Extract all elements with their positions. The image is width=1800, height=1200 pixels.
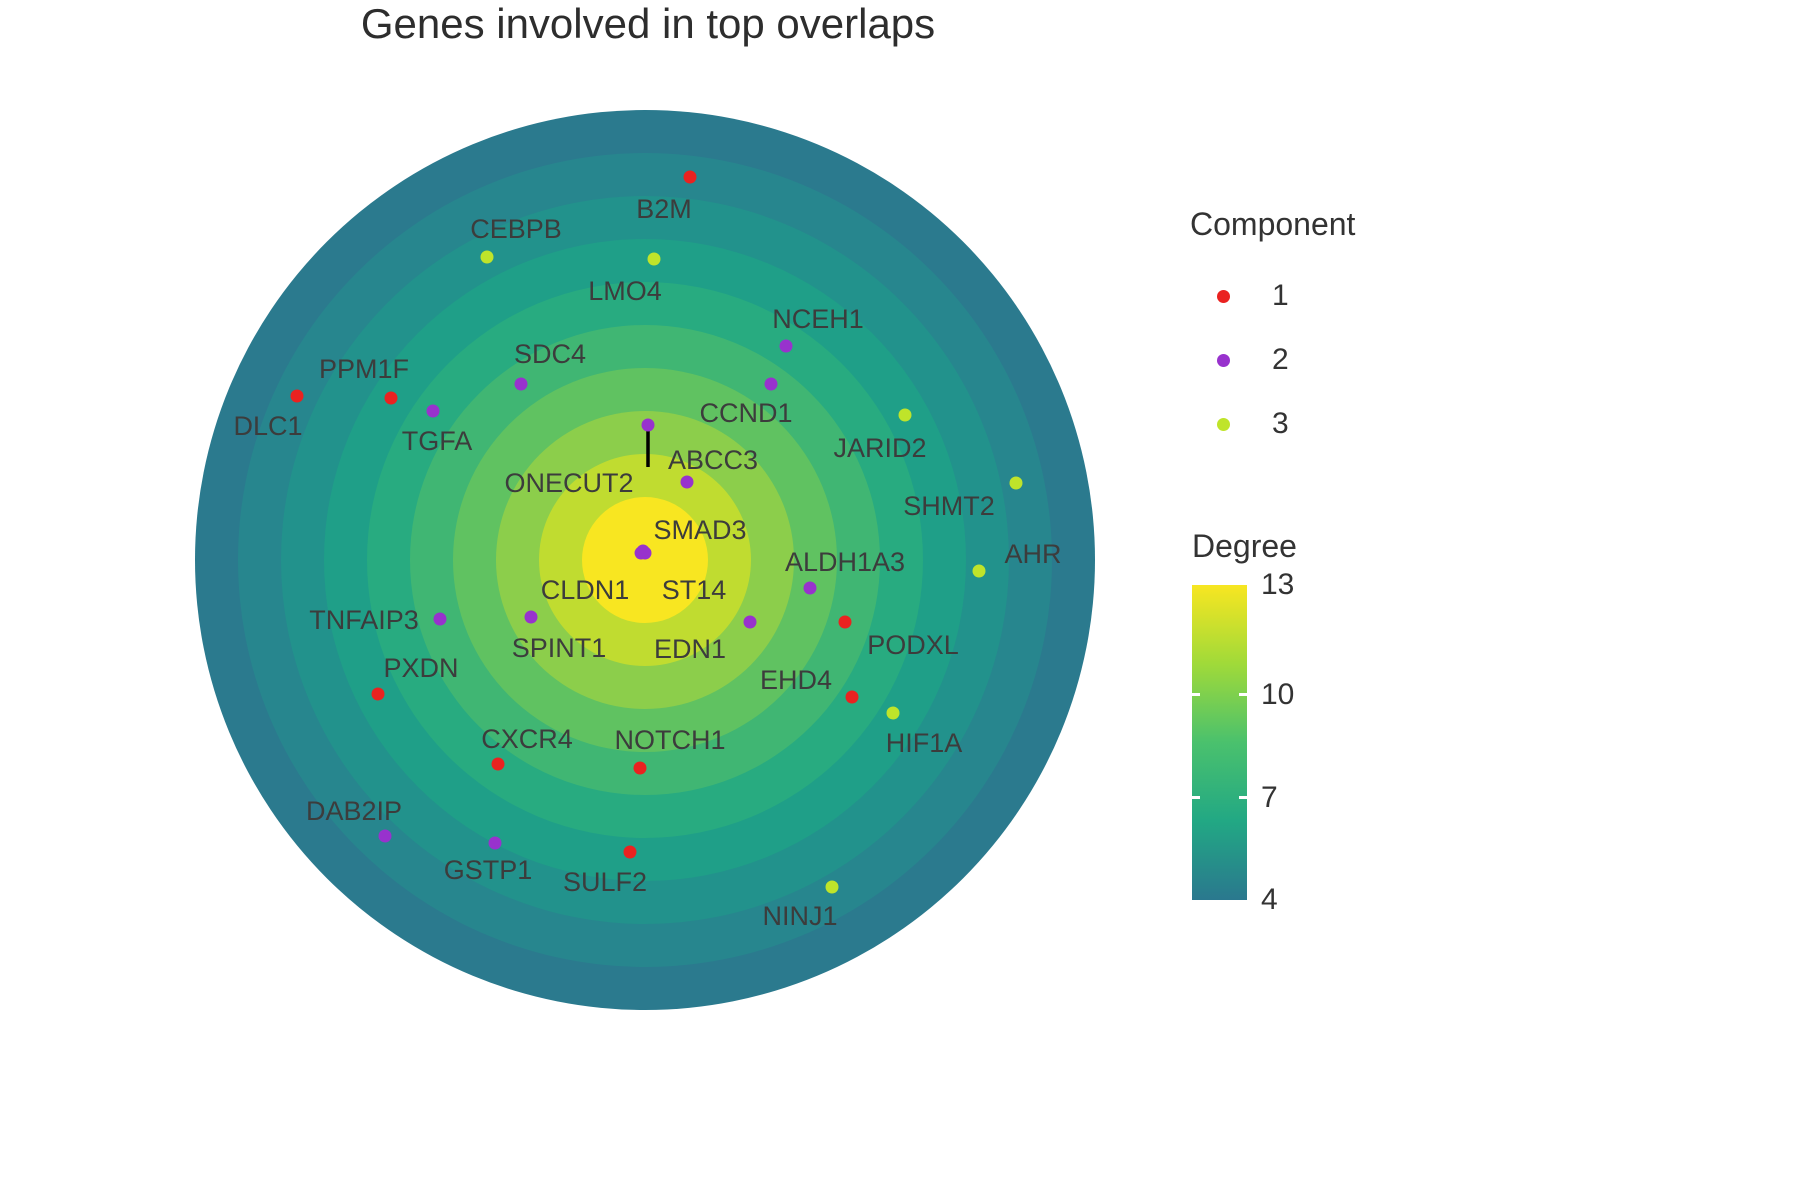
degree-colorbar: Degree 13 10 7 4 bbox=[1192, 528, 1297, 916]
gene-dot-jarid2 bbox=[898, 408, 912, 422]
gene-label-tgfa: TGFA bbox=[402, 426, 473, 456]
colorbar-ticks: 13 10 7 4 bbox=[1192, 568, 1297, 916]
gene-dot-aldh1a3 bbox=[803, 581, 817, 595]
legend-item-component-2: 2 bbox=[1190, 328, 1430, 392]
gene-dot-cebpb bbox=[480, 250, 494, 264]
gene-label-sulf2: SULF2 bbox=[563, 867, 647, 897]
gene-dot-st14 bbox=[638, 546, 652, 560]
gene-label-ccnd1: CCND1 bbox=[699, 398, 792, 428]
gene-dot-b2m bbox=[683, 170, 697, 184]
colorbar-tick-mark bbox=[1192, 796, 1200, 800]
gene-dot-sulf2 bbox=[623, 845, 637, 859]
gene-dot-sdc4 bbox=[514, 377, 528, 391]
gene-label-smad3: SMAD3 bbox=[653, 515, 746, 545]
gene-dot-lmo4 bbox=[647, 252, 661, 266]
colorbar-tick-mark bbox=[1239, 693, 1247, 697]
gene-dot-hif1a bbox=[886, 706, 900, 720]
legend-title: Component bbox=[1190, 206, 1356, 242]
gene-dot-onecut2 bbox=[641, 418, 655, 432]
gene-dot-shmt2 bbox=[1009, 476, 1023, 490]
gene-dot-ppm1f bbox=[384, 391, 398, 405]
colorbar-wrap: 13 10 7 4 bbox=[1192, 568, 1297, 916]
gene-dot-dlc1 bbox=[290, 389, 304, 403]
gene-label-cxcr4: CXCR4 bbox=[481, 724, 573, 754]
gene-label-onecut2: ONECUT2 bbox=[504, 468, 633, 498]
colorbar-tick-7: 7 bbox=[1261, 780, 1278, 814]
gene-label-dab2ip: DAB2IP bbox=[306, 796, 402, 826]
gene-label-ahr: AHR bbox=[1004, 539, 1061, 569]
legend-item-label: 2 bbox=[1272, 343, 1289, 376]
gene-dot-gstp1 bbox=[488, 836, 502, 850]
component-1-dot-icon bbox=[1217, 289, 1230, 303]
chart-title: Genes involved in top overlaps bbox=[360, 0, 936, 47]
component-2-dot-icon bbox=[1217, 353, 1230, 367]
gene-label-ninj1: NINJ1 bbox=[762, 901, 837, 931]
gene-label-nceh1: NCEH1 bbox=[772, 304, 864, 334]
gene-label-cebpb: CEBPB bbox=[470, 214, 562, 244]
gene-label-notch1: NOTCH1 bbox=[614, 725, 725, 755]
gene-dot-ehd4 bbox=[845, 690, 859, 704]
component-legend: Component 1 2 3 bbox=[1190, 206, 1430, 456]
gene-dot-ccnd1 bbox=[764, 377, 778, 391]
legend-item-label: 1 bbox=[1272, 279, 1289, 312]
gene-label-podxl: PODXL bbox=[867, 630, 959, 660]
gene-label-spint1: SPINT1 bbox=[512, 633, 607, 663]
gene-label-jarid2: JARID2 bbox=[833, 433, 926, 463]
legend-item-component-3: 3 bbox=[1190, 392, 1430, 456]
gene-label-abcc3: ABCC3 bbox=[668, 445, 758, 475]
gene-label-gstp1: GSTP1 bbox=[444, 855, 533, 885]
gene-dot-nceh1 bbox=[779, 339, 793, 353]
colorbar-tick-4: 4 bbox=[1261, 883, 1278, 916]
gene-dot-edn1 bbox=[743, 615, 757, 629]
gene-dot-spint1 bbox=[524, 610, 538, 624]
gene-label-aldh1a3: ALDH1A3 bbox=[785, 547, 905, 577]
gene-dot-notch1 bbox=[633, 761, 647, 775]
gene-dot-ninj1 bbox=[825, 880, 839, 894]
gene-label-dlc1: DLC1 bbox=[233, 411, 302, 441]
gene-dot-abcc3 bbox=[680, 475, 694, 489]
gene-label-b2m: B2M bbox=[636, 194, 692, 224]
colorbar-gradient bbox=[1192, 585, 1247, 900]
gene-label-hif1a: HIF1A bbox=[886, 728, 963, 758]
gene-label-lmo4: LMO4 bbox=[588, 276, 662, 306]
gene-label-sdc4: SDC4 bbox=[514, 339, 586, 369]
gene-label-cldn1: CLDN1 bbox=[541, 575, 630, 605]
gene-dot-tnfaip3 bbox=[433, 612, 447, 626]
gene-label-st14: ST14 bbox=[662, 575, 727, 605]
gene-label-ppm1f: PPM1F bbox=[319, 354, 409, 384]
component-3-dot-icon bbox=[1217, 417, 1230, 431]
gene-label-pxdn: PXDN bbox=[383, 653, 458, 683]
gene-dot-podxl bbox=[838, 615, 852, 629]
legend-item-label: 3 bbox=[1272, 407, 1289, 440]
gene-dot-dab2ip bbox=[378, 829, 392, 843]
colorbar-tick-mark bbox=[1239, 796, 1247, 800]
gene-dot-ahr bbox=[972, 564, 986, 578]
colorbar-tick-mark bbox=[1192, 693, 1200, 697]
legend-item-component-1: 1 bbox=[1190, 264, 1430, 328]
gene-label-ehd4: EHD4 bbox=[760, 665, 832, 695]
gene-dot-cxcr4 bbox=[491, 757, 505, 771]
gene-label-shmt2: SHMT2 bbox=[903, 491, 995, 521]
gene-dot-tgfa bbox=[426, 404, 440, 418]
gene-label-edn1: EDN1 bbox=[654, 634, 726, 664]
gene-dot-pxdn bbox=[371, 687, 385, 701]
colorbar-tick-13: 13 bbox=[1261, 568, 1295, 601]
degree-ring-9 bbox=[582, 497, 708, 623]
gene-label-tnfaip3: TNFAIP3 bbox=[309, 605, 419, 635]
colorbar-title: Degree bbox=[1192, 528, 1297, 564]
colorbar-tick-10: 10 bbox=[1261, 677, 1295, 711]
